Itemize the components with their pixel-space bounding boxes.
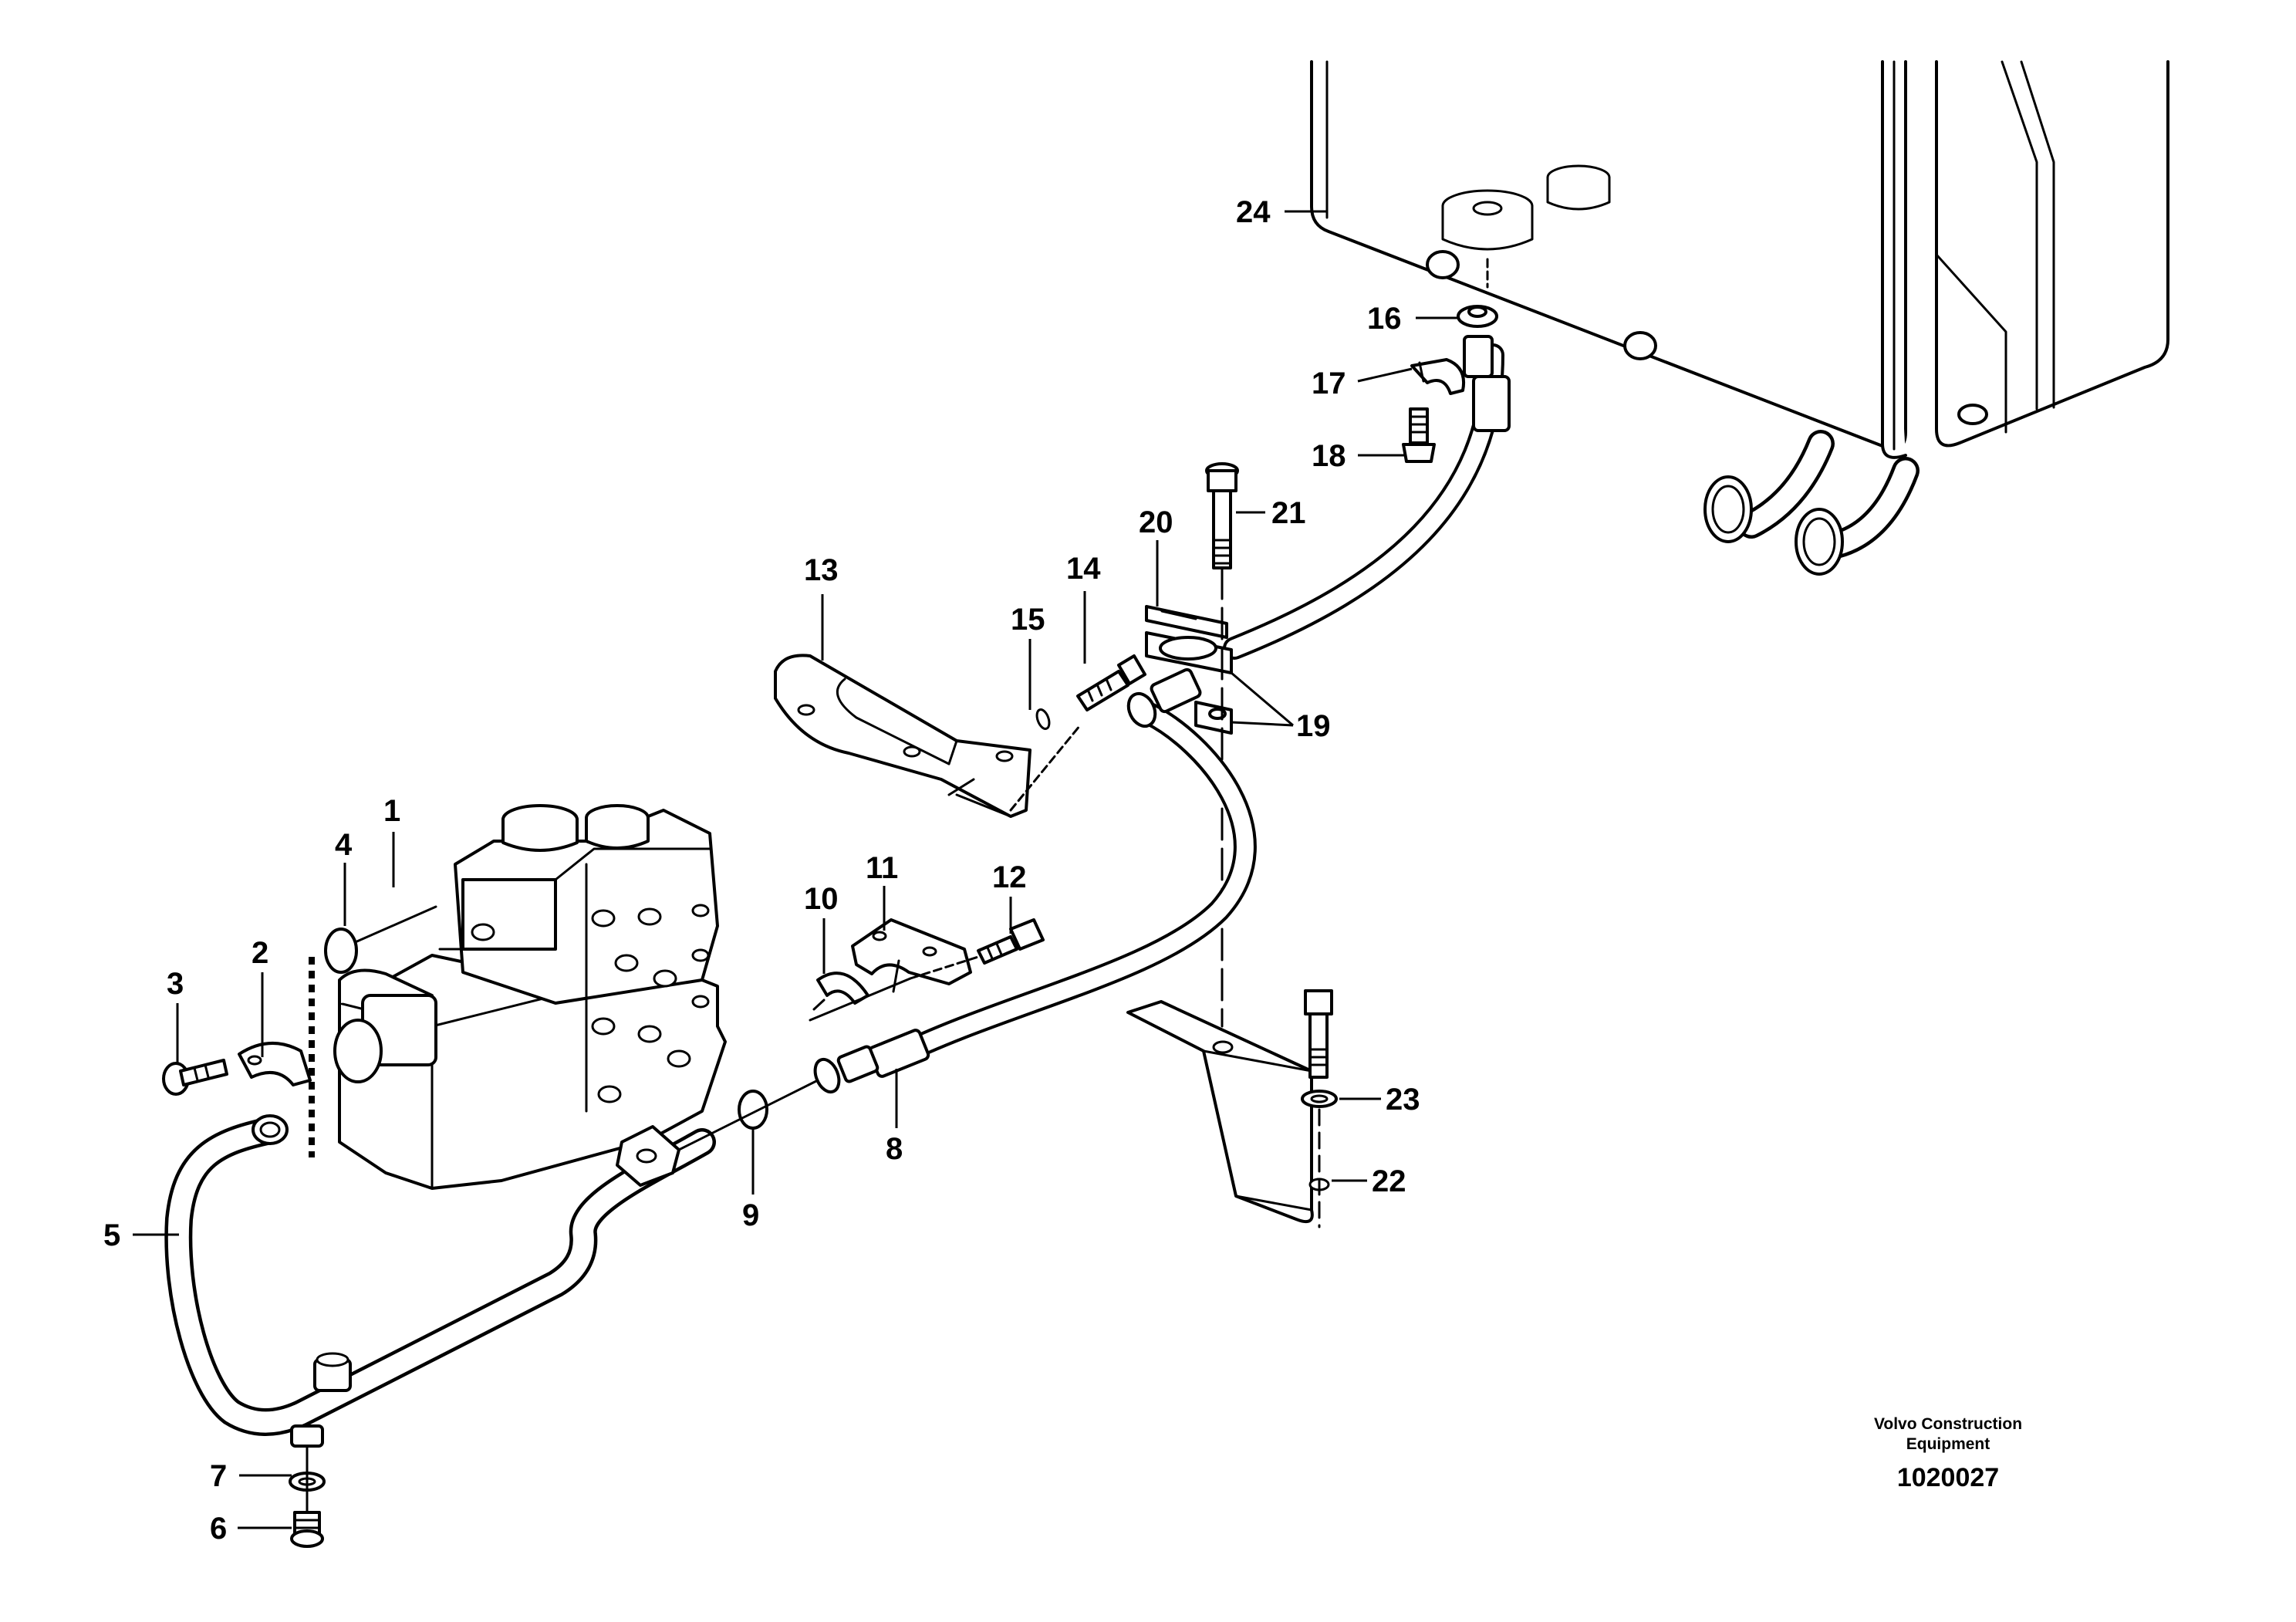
callout-4: 4 xyxy=(335,828,353,862)
callout-15: 15 xyxy=(1011,603,1045,637)
screw-18 xyxy=(1402,407,1436,463)
callout-22: 22 xyxy=(1372,1164,1406,1198)
bracket-22 xyxy=(1126,1000,1330,1223)
callout-9: 9 xyxy=(742,1198,759,1232)
callout-8: 8 xyxy=(886,1132,903,1166)
callout-17: 17 xyxy=(1312,367,1346,400)
callout-2: 2 xyxy=(252,936,268,970)
bracket-13 xyxy=(774,654,1082,818)
callout-24: 24 xyxy=(1236,195,1271,229)
callout-19: 19 xyxy=(1296,709,1331,743)
leader-lines xyxy=(133,210,1458,1529)
callout-23: 23 xyxy=(1386,1083,1420,1117)
screw-axis-line xyxy=(909,955,980,980)
washer-15 xyxy=(1035,708,1051,730)
hose-clamp-17 xyxy=(1410,358,1465,395)
screw-3 xyxy=(162,1059,228,1096)
screw-12 xyxy=(977,918,1045,965)
callout-10: 10 xyxy=(804,882,839,916)
callout-18: 18 xyxy=(1312,439,1346,473)
clamp-axis-line xyxy=(809,977,912,1022)
pressure-hose-8 xyxy=(813,667,1257,1094)
clamp-10 xyxy=(812,972,869,1011)
clamp-halves-19 xyxy=(1145,631,1233,735)
hydraulic-tank xyxy=(1310,60,2169,576)
brand-line-1: Volvo Construction xyxy=(1874,1415,2022,1433)
pipe-5 xyxy=(164,1114,716,1448)
clamp-2 xyxy=(238,1042,312,1086)
callout-16: 16 xyxy=(1367,302,1402,336)
o-ring-9 xyxy=(738,1090,768,1130)
bolt-14 xyxy=(1076,654,1146,711)
callout-12: 12 xyxy=(992,860,1027,894)
diagram-footer: Volvo Construction Equipment 1020027 xyxy=(1874,1415,2022,1492)
callout-5: 5 xyxy=(103,1218,120,1252)
return-hose xyxy=(1223,305,1511,660)
clamp-plate-20 xyxy=(1145,605,1228,639)
bolt-21 xyxy=(1205,462,1239,569)
brand-line-2: Equipment xyxy=(1906,1435,1990,1453)
control-valve xyxy=(333,804,727,1190)
bolt-23 xyxy=(1301,989,1338,1228)
callout-11: 11 xyxy=(866,851,898,885)
callout-20: 20 xyxy=(1139,505,1173,539)
plug-6 xyxy=(290,1511,324,1548)
callout-14: 14 xyxy=(1066,552,1101,586)
drawing-number: 1020027 xyxy=(1897,1463,1999,1492)
callout-labels: 1 2 3 4 5 6 7 8 9 10 11 12 13 14 15 16 1… xyxy=(103,195,1420,1546)
callout-3: 3 xyxy=(167,967,184,1001)
callout-6: 6 xyxy=(210,1512,227,1546)
o-ring-4 xyxy=(324,928,358,974)
callout-1: 1 xyxy=(383,794,400,828)
callout-13: 13 xyxy=(804,553,839,587)
clamp-bracket-11 xyxy=(851,918,972,993)
o-ring-axis-line xyxy=(677,1079,819,1151)
callout-7: 7 xyxy=(210,1459,227,1493)
callout-21: 21 xyxy=(1271,496,1306,530)
